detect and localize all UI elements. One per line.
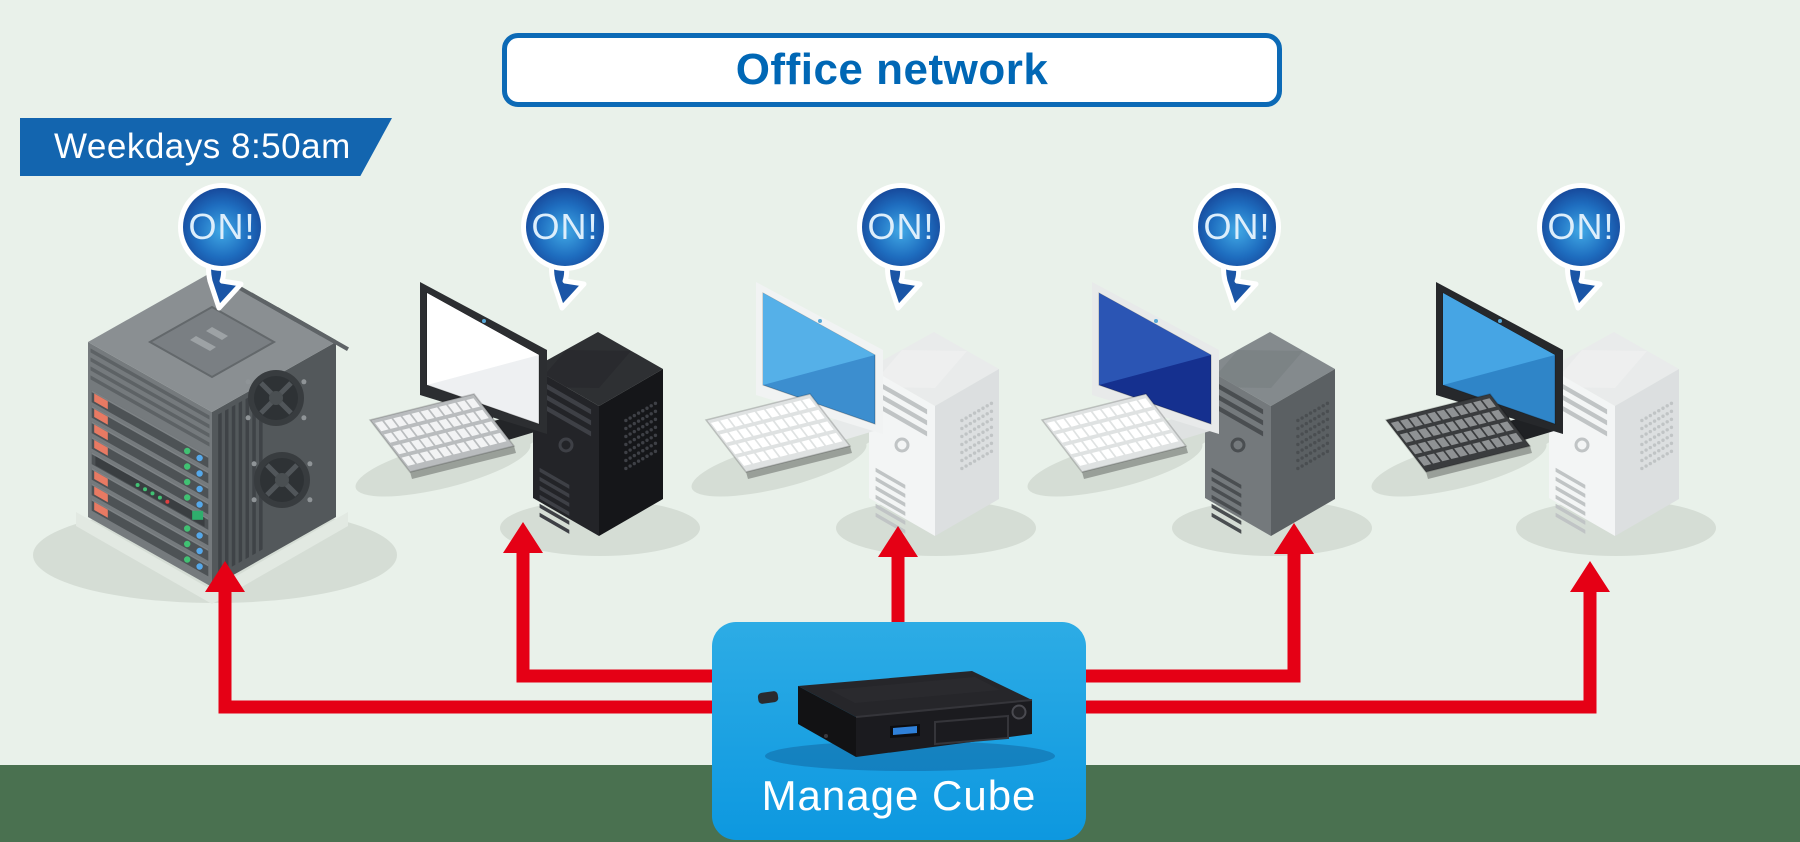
bay-led-blue — [196, 563, 203, 570]
bay-led-green — [184, 556, 191, 563]
bay-led-green — [184, 494, 191, 501]
tower-power-button — [558, 437, 574, 453]
drive-bay-handle — [94, 424, 108, 441]
bay-led-green — [184, 525, 191, 532]
pc-keyboard — [368, 393, 516, 479]
server-drive-bay — [91, 421, 209, 499]
power-on-badge: ON! — [521, 183, 609, 311]
power-on-badge: ON! — [857, 183, 945, 311]
bay-led-blue — [196, 501, 203, 508]
server-drive-bay — [91, 390, 209, 468]
desktop-pc-3 — [1027, 282, 1372, 556]
tower-top — [869, 332, 999, 406]
server-fan — [245, 370, 307, 426]
pc-tower — [533, 332, 663, 536]
power-on-badge: ON! — [178, 183, 266, 311]
manage-cube-label: Manage Cube — [761, 772, 1037, 819]
badge-circle — [1542, 188, 1620, 266]
server-fan — [251, 452, 313, 508]
schedule-banner-text: Weekdays 8:50am — [54, 127, 351, 166]
bay-led-green — [184, 478, 191, 486]
webcam-dot — [1498, 319, 1502, 323]
bay-led-green — [184, 447, 191, 455]
power-on-label: ON! — [1547, 206, 1614, 247]
office-network-title-text: Office network — [735, 45, 1049, 94]
pc-tower — [1205, 332, 1335, 536]
drive-bay-handle — [94, 486, 108, 503]
tower-top — [533, 332, 663, 406]
wake-signal-arrowhead — [503, 522, 543, 553]
server-drive-bay — [91, 405, 209, 484]
pc-tower — [1549, 332, 1679, 536]
pc-keyboard — [704, 393, 852, 479]
badge-circle — [183, 188, 261, 266]
bay-led-green — [184, 540, 191, 548]
wake-signal-line — [1086, 592, 1597, 714]
pc-monitor — [420, 282, 547, 452]
tower-side — [1615, 369, 1679, 536]
server-drive-bay — [91, 436, 209, 515]
pc-tower — [869, 332, 999, 536]
wake-signal-arrowhead — [1274, 523, 1314, 554]
bay-led-green — [184, 463, 191, 470]
wake-signal-arrowhead — [205, 561, 245, 592]
power-on-label: ON! — [1203, 206, 1270, 247]
wake-signal-line — [218, 592, 712, 714]
badge-circle — [1198, 188, 1276, 266]
desktop-pc-1 — [355, 282, 700, 556]
tower-side — [599, 369, 663, 536]
drive-bay-handle — [94, 471, 108, 487]
tower-side — [1271, 369, 1335, 536]
tower-power-button — [1230, 437, 1246, 453]
badge-circle — [862, 188, 940, 266]
tower-side — [935, 369, 999, 536]
desktop-pc-2 — [691, 282, 1036, 556]
webcam-dot — [1154, 319, 1158, 323]
wake-signal-arrowhead — [878, 526, 918, 557]
drive-bay-handle — [94, 502, 108, 518]
power-on-label: ON! — [188, 206, 255, 247]
drive-bay-handle — [94, 440, 108, 456]
drive-bay-handle — [94, 409, 108, 425]
wake-signal-arrowhead — [1570, 561, 1610, 592]
server-tower — [33, 272, 397, 604]
power-on-badge: ON! — [1193, 183, 1281, 311]
wake-signal-line — [516, 553, 712, 683]
wake-signal-line — [1086, 554, 1301, 683]
server-drive-bay — [91, 467, 209, 546]
power-on-label: ON! — [531, 206, 598, 247]
bay-led-blue — [196, 485, 203, 493]
badge-circle — [526, 188, 604, 266]
power-on-badge: ON! — [1537, 183, 1625, 311]
tower-top — [1205, 332, 1335, 406]
schedule-banner: Weekdays 8:50am — [20, 118, 392, 176]
desktop-pc-4 — [1371, 282, 1716, 556]
webcam-dot — [818, 319, 822, 323]
bay-led-blue — [196, 547, 203, 555]
server-drive-bay — [91, 483, 209, 561]
bay-led-blue — [196, 532, 203, 539]
bay-led-blue — [196, 470, 203, 477]
pc-keyboard — [1040, 393, 1188, 479]
bay-led-blue — [196, 454, 203, 462]
tower-power-button — [894, 437, 910, 453]
server-drive-bay — [91, 498, 209, 577]
tower-top — [1549, 332, 1679, 406]
tower-power-button — [1574, 437, 1590, 453]
webcam-dot — [482, 319, 486, 323]
power-on-label: ON! — [867, 206, 934, 247]
office-network-title: Office network — [502, 33, 1282, 107]
pc-keyboard — [1384, 393, 1532, 479]
drive-bay-handle — [94, 393, 108, 410]
network-connections — [205, 522, 1610, 714]
